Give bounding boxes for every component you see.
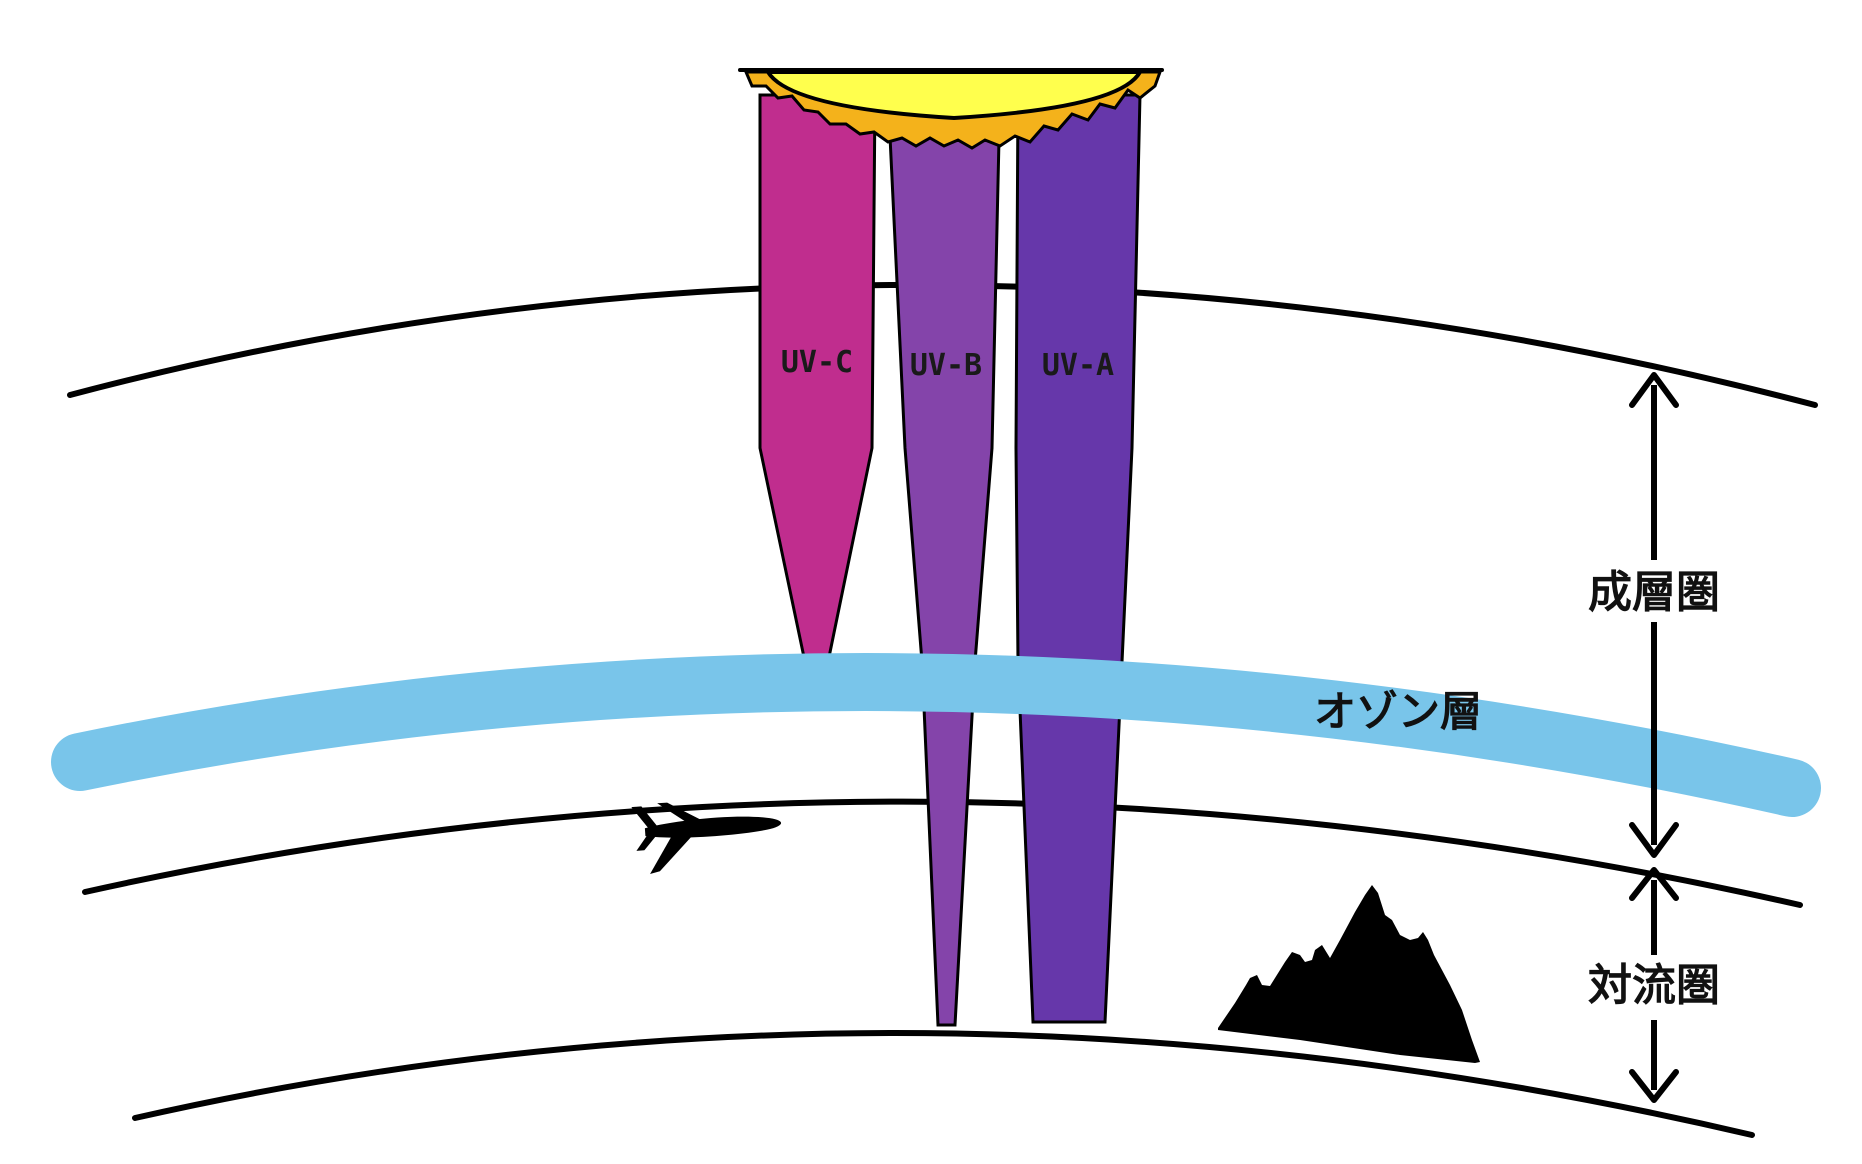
mountain-icon (1218, 885, 1480, 1063)
ground-line (132, 1030, 1755, 1138)
uv-b-ray (886, 93, 1002, 1027)
double-arrow-icon (1629, 867, 1679, 1103)
sun-core (764, 70, 1144, 121)
double-arrow-icon (1629, 372, 1679, 858)
uv-c-label: UV-C (781, 345, 853, 380)
troposphere-label: 対流圏 (1588, 960, 1720, 1011)
ozone-layer-band (51, 653, 1821, 817)
sun-icon (738, 68, 1164, 150)
stratosphere-label: 成層圏 (1588, 567, 1720, 618)
ozone-layer-label: オゾン層 (1314, 687, 1482, 736)
uv-b-label: UV-B (910, 348, 982, 383)
uv-a-label: UV-A (1042, 348, 1114, 383)
uv-a-ray (1014, 93, 1142, 1024)
airplane-icon (631, 802, 782, 874)
